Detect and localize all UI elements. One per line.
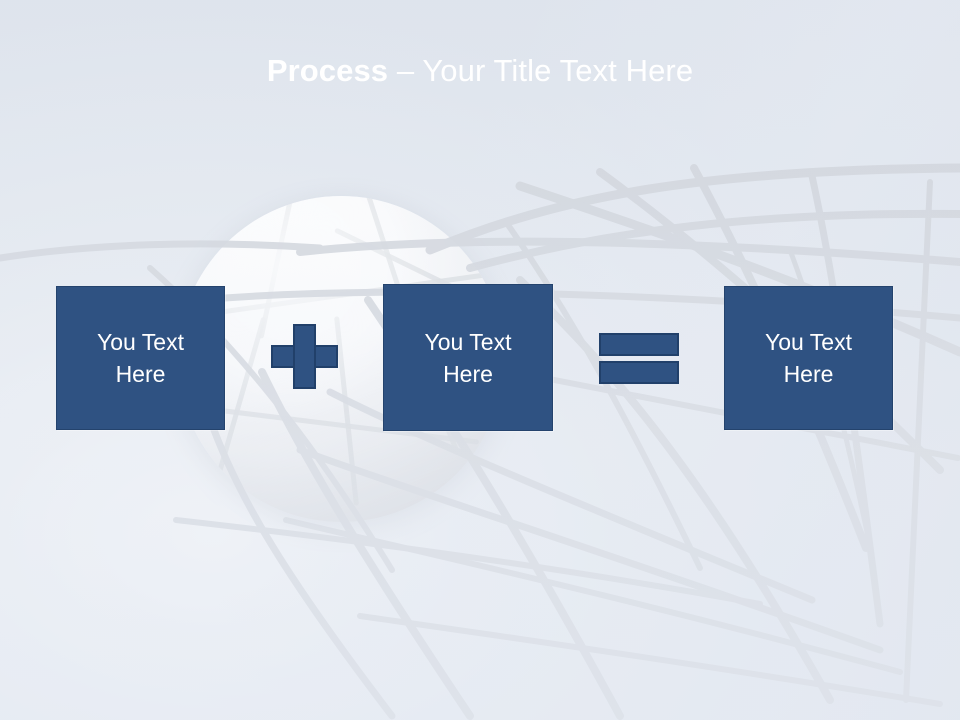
plus-icon	[271, 324, 338, 389]
process-box-2-line2: Here	[443, 360, 493, 387]
process-box-1-text: You Text Here	[89, 326, 192, 390]
slide-title-rest: – Your Title Text Here	[388, 53, 694, 88]
process-box-3-line2: Here	[783, 361, 834, 387]
slide-title-bold: Process	[266, 53, 389, 88]
process-box-3[interactable]: You Text Here	[724, 286, 893, 430]
process-box-2-line1: You Text	[424, 328, 512, 355]
slide-header-band	[0, 0, 960, 186]
process-box-1-line1: You Text	[97, 329, 184, 355]
process-box-1-line2: Here	[115, 361, 166, 387]
equals-icon-top-bar	[599, 333, 679, 356]
slide-title: Process – Your Title Text Here	[0, 52, 960, 90]
process-box-1[interactable]: You Text Here	[56, 286, 225, 430]
process-box-3-text: You Text Here	[757, 326, 860, 390]
equals-icon-bottom-bar	[599, 361, 679, 384]
process-box-3-line1: You Text	[765, 329, 852, 355]
equals-icon	[599, 333, 679, 384]
process-box-2-text: You Text Here	[417, 326, 520, 390]
plus-icon-center	[295, 347, 314, 366]
process-box-2[interactable]: You Text Here	[383, 284, 553, 431]
